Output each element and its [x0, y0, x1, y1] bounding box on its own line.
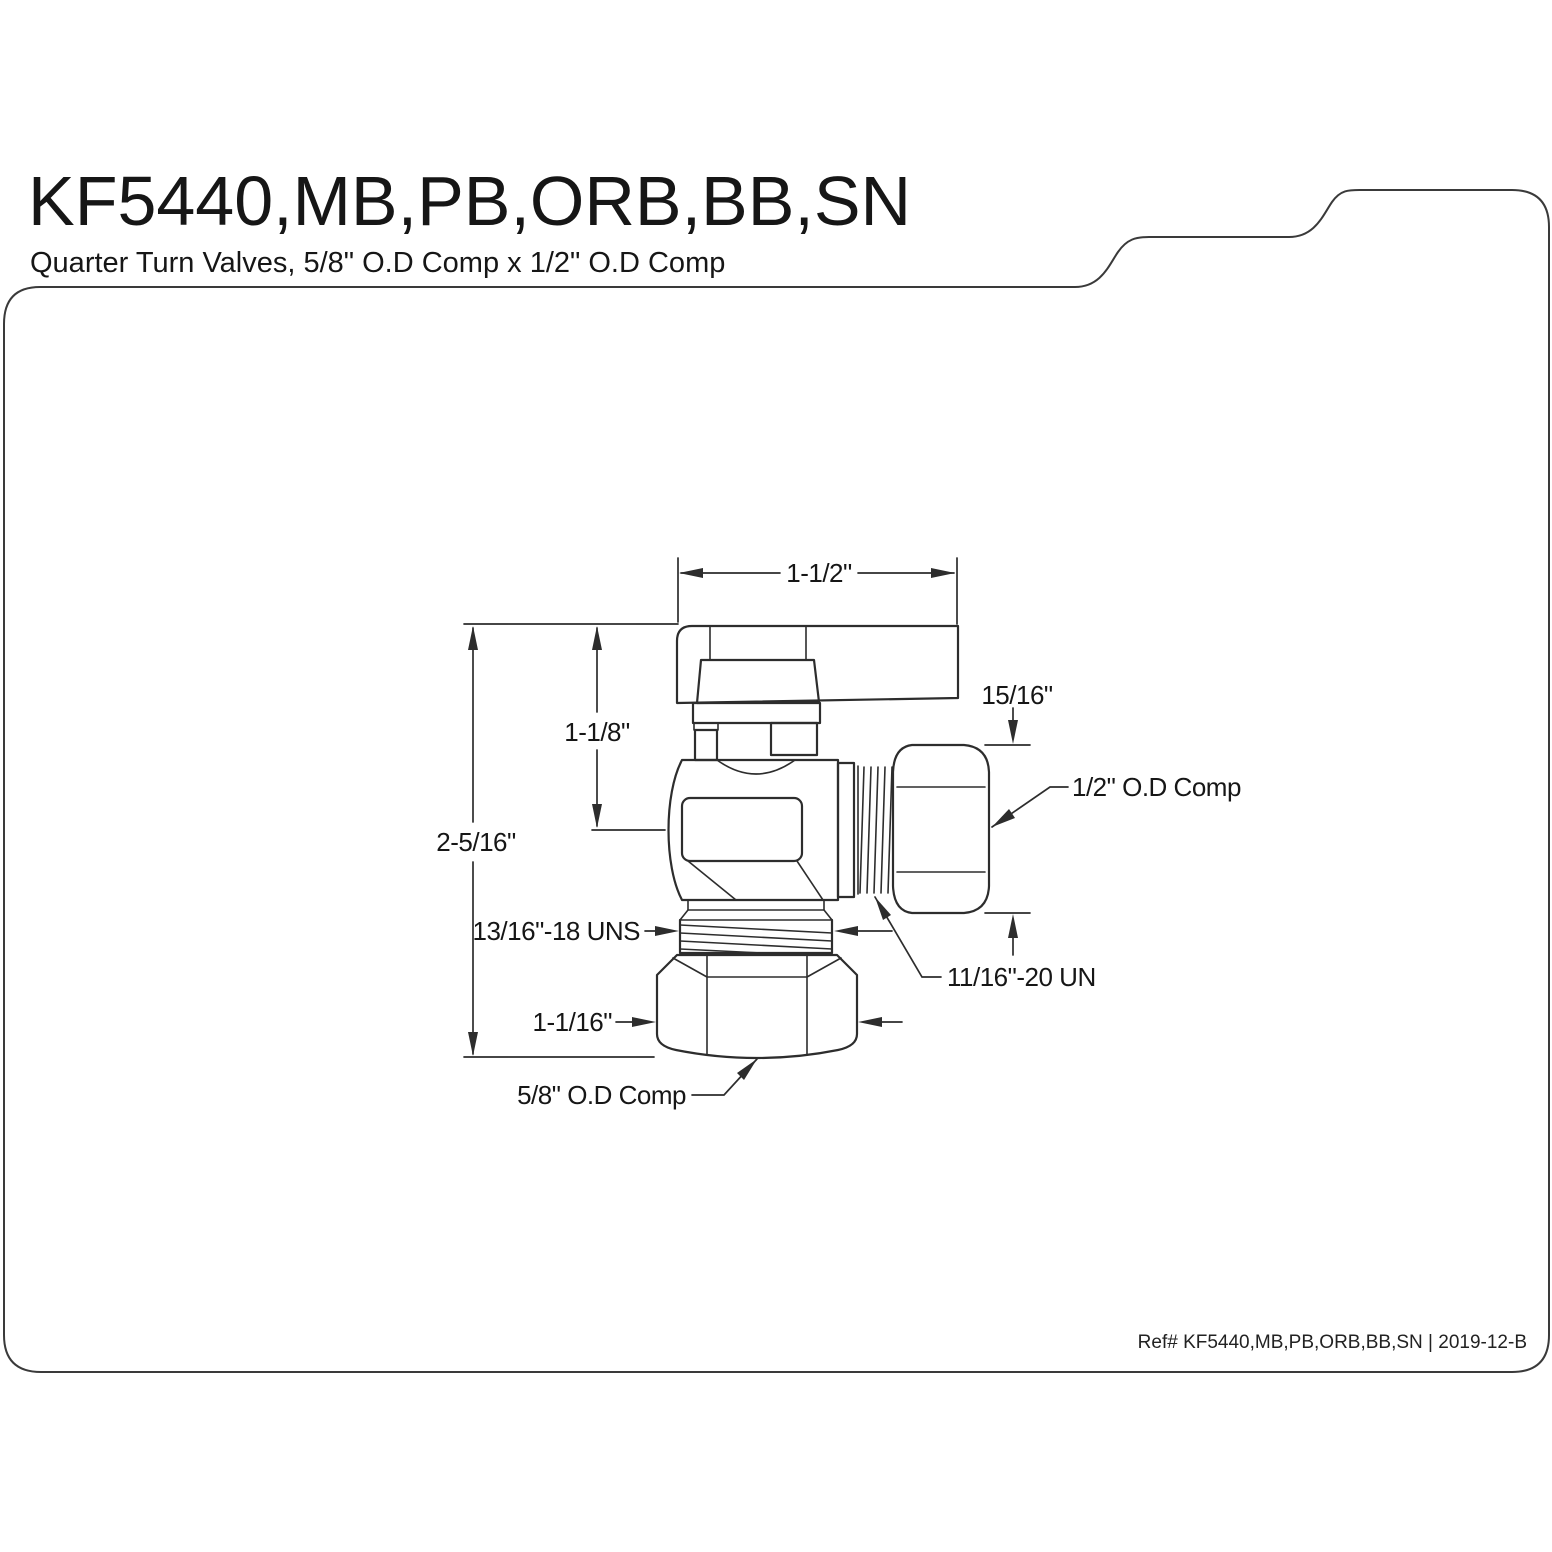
label-inlet-thread: 13/16"-18 UNS: [473, 916, 641, 946]
dim-top-width: 1-1/2": [786, 558, 852, 588]
page-subtitle: Quarter Turn Valves, 5/8" O.D Comp x 1/2…: [30, 247, 726, 279]
label-inlet-size: 5/8" O.D Comp: [517, 1080, 686, 1110]
valve-drawing: [655, 624, 991, 1060]
sheet-border: [3, 188, 1550, 1373]
outlet-compression-nut: [891, 743, 991, 915]
dim-outlet-nut-height: 15/16": [981, 680, 1053, 710]
outlet-threads: [836, 761, 893, 899]
dim-inlet-nut-width: 1-1/16": [533, 1007, 613, 1037]
label-outlet-thread: 11/16"-20 UN: [947, 962, 1096, 992]
inlet-threads: [678, 899, 834, 955]
reference-note: Ref# KF5440,MB,PB,ORB,BB,SN | 2019-12-B: [1137, 1332, 1527, 1353]
dim-total-height: 2-5/16": [436, 827, 516, 857]
valve-stem: [691, 701, 822, 775]
label-outlet-size: 1/2" O.D Comp: [1072, 772, 1241, 802]
dimension-labels: 1-1/2" 1-1/8" 2-5/16" 15/16" 1/2" O.D Co…: [436, 558, 1241, 1110]
inlet-compression-nut: [655, 953, 859, 1060]
dimension-lines: [463, 557, 1069, 1096]
dim-handle-height: 1-1/8": [564, 717, 630, 747]
page-title: KF5440,MB,PB,ORB,BB,SN: [28, 162, 912, 240]
valve-handle: [675, 624, 960, 705]
valve-body: [667, 758, 840, 902]
